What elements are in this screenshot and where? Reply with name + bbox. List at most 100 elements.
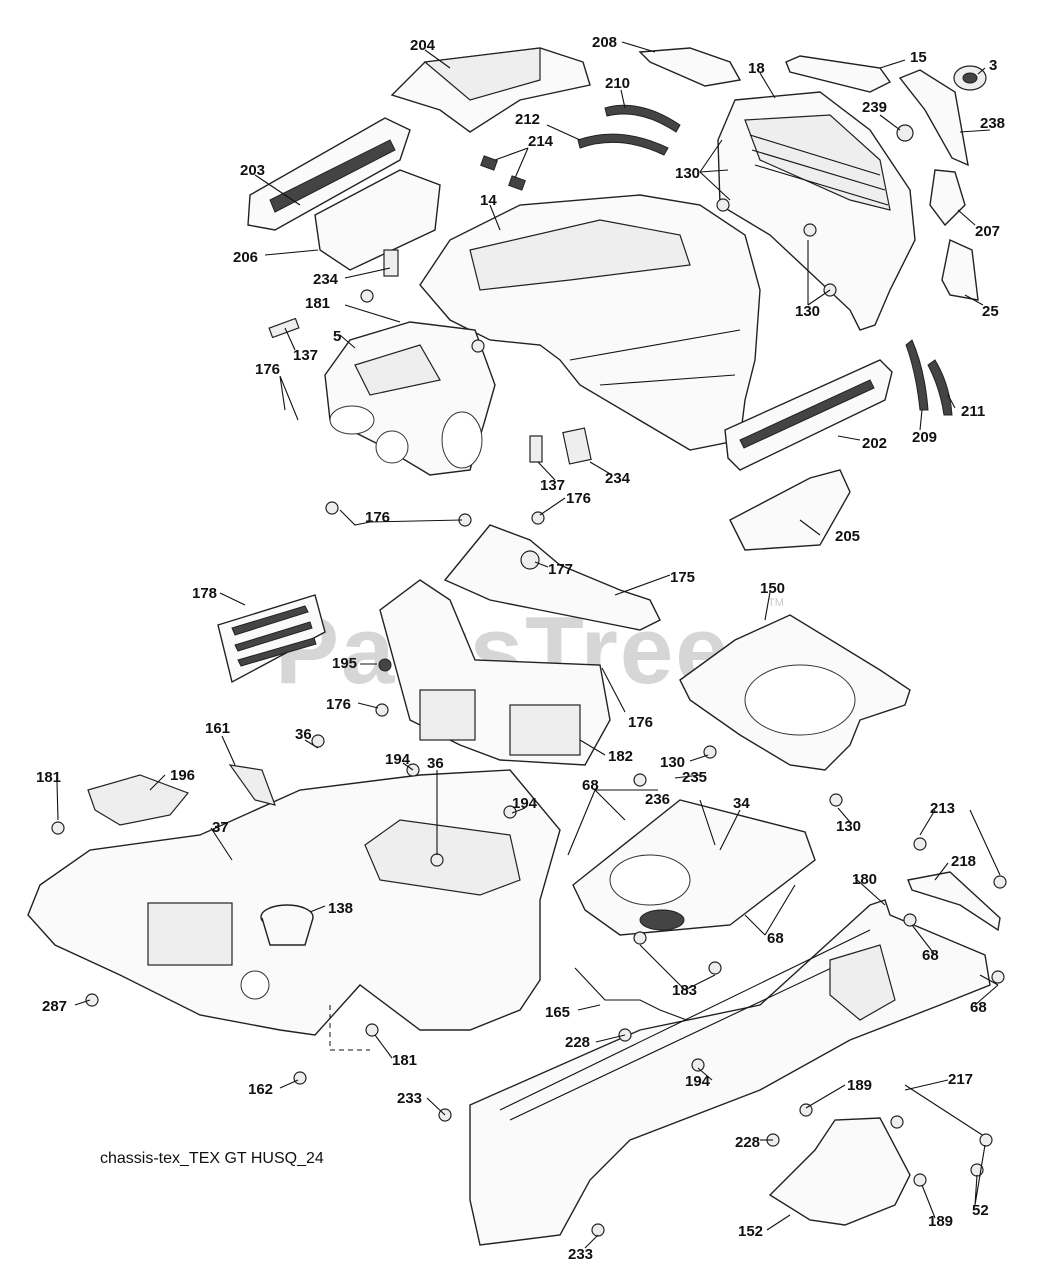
label-206: 206 <box>233 249 258 266</box>
part-211-grille <box>927 359 953 416</box>
label-176-c: 176 <box>365 509 390 526</box>
label-176-b: 176 <box>566 490 591 507</box>
label-130-a: 130 <box>675 165 700 182</box>
part-15-strip <box>785 55 892 93</box>
label-68-d: 68 <box>970 999 987 1016</box>
label-68-b: 68 <box>767 930 784 947</box>
label-183: 183 <box>672 982 697 999</box>
label-152: 152 <box>738 1223 763 1240</box>
label-238: 238 <box>980 115 1005 132</box>
part-137-clip-a <box>268 317 300 339</box>
label-52: 52 <box>972 1202 989 1219</box>
part-175-bracket <box>443 524 661 631</box>
label-14: 14 <box>480 192 497 209</box>
part-217-rod <box>904 1084 991 1141</box>
label-162: 162 <box>248 1081 273 1098</box>
part-14-hood <box>419 194 761 451</box>
label-195: 195 <box>332 655 357 672</box>
part-218-bracket <box>907 871 1001 932</box>
label-5: 5 <box>333 328 341 345</box>
part-214-clip-b <box>508 175 526 191</box>
part-182-body <box>379 579 611 766</box>
label-181-b: 181 <box>36 769 61 786</box>
label-150: 150 <box>760 580 785 597</box>
label-181-a: 181 <box>305 295 330 312</box>
label-68-a: 68 <box>582 777 599 794</box>
watermark-trademark: TM <box>768 597 784 609</box>
part-203-panel <box>247 117 411 231</box>
label-208: 208 <box>592 34 617 51</box>
label-137-b: 137 <box>540 477 565 494</box>
part-212-grille <box>577 133 669 156</box>
part-25-cover <box>941 238 979 301</box>
part-196-pad <box>87 774 189 826</box>
leader-lines <box>56 41 1001 1249</box>
label-228-a: 228 <box>565 1034 590 1051</box>
part-3-emblem <box>953 65 987 91</box>
part-202-grille <box>724 359 893 471</box>
label-233-a: 233 <box>397 1090 422 1107</box>
label-189-a: 189 <box>847 1077 872 1094</box>
label-176-e: 176 <box>628 714 653 731</box>
label-18: 18 <box>748 60 765 77</box>
part-138-cup <box>260 904 314 946</box>
part-195-plug <box>378 658 392 672</box>
label-180: 180 <box>852 871 877 888</box>
part-234-tab-b <box>562 427 592 465</box>
label-202: 202 <box>862 435 887 452</box>
label-34: 34 <box>733 795 750 812</box>
label-68-c: 68 <box>922 947 939 964</box>
label-194-b: 194 <box>512 795 538 812</box>
label-137-a: 137 <box>293 347 318 364</box>
part-152-skid <box>768 1117 911 1226</box>
part-206-bracket <box>314 169 441 271</box>
label-130-d: 130 <box>836 818 861 835</box>
label-205: 205 <box>835 528 860 545</box>
part-5-dash <box>324 321 496 476</box>
label-175: 175 <box>670 569 695 586</box>
label-130-c: 130 <box>660 754 685 771</box>
part-214-clip-a <box>480 155 498 171</box>
part-238-panel <box>898 69 969 167</box>
diagram-caption: chassis-tex_TEX GT HUSQ_24 <box>100 1150 324 1167</box>
label-218: 218 <box>951 853 976 870</box>
label-233-b: 233 <box>568 1246 593 1263</box>
label-235: 235 <box>682 769 707 786</box>
label-177: 177 <box>548 561 573 578</box>
label-36-b: 36 <box>427 755 444 772</box>
label-214: 214 <box>528 133 554 150</box>
part-210-grille <box>604 104 681 133</box>
label-189-b: 189 <box>928 1213 953 1230</box>
label-196: 196 <box>170 767 195 784</box>
part-204-cover <box>390 47 591 133</box>
label-161: 161 <box>205 720 230 737</box>
part-180-frame <box>469 899 991 1246</box>
label-234-a: 234 <box>313 271 339 288</box>
label-194-a: 194 <box>385 751 411 768</box>
label-15: 15 <box>910 49 927 66</box>
label-213: 213 <box>930 800 955 817</box>
part-177-grommet <box>520 550 540 570</box>
label-211: 211 <box>961 403 985 420</box>
label-181-c: 181 <box>392 1052 417 1069</box>
label-203: 203 <box>240 162 265 179</box>
label-3: 3 <box>989 57 997 74</box>
part-207-cover <box>929 169 966 227</box>
part-37-footplate <box>27 769 561 1051</box>
label-210: 210 <box>605 75 630 92</box>
part-150-cover <box>679 614 911 771</box>
label-204: 204 <box>410 37 436 54</box>
label-209: 209 <box>912 429 937 446</box>
label-178: 178 <box>192 585 217 602</box>
label-217: 217 <box>948 1071 973 1088</box>
label-130-b: 130 <box>795 303 820 320</box>
label-165: 165 <box>545 1004 570 1021</box>
label-207: 207 <box>975 223 1000 240</box>
label-37: 37 <box>212 819 229 836</box>
label-182: 182 <box>608 748 633 765</box>
part-209-grille <box>905 339 929 411</box>
label-239: 239 <box>862 99 887 116</box>
part-34-mount-plate <box>572 799 816 936</box>
part-137-clip-b <box>529 435 543 463</box>
